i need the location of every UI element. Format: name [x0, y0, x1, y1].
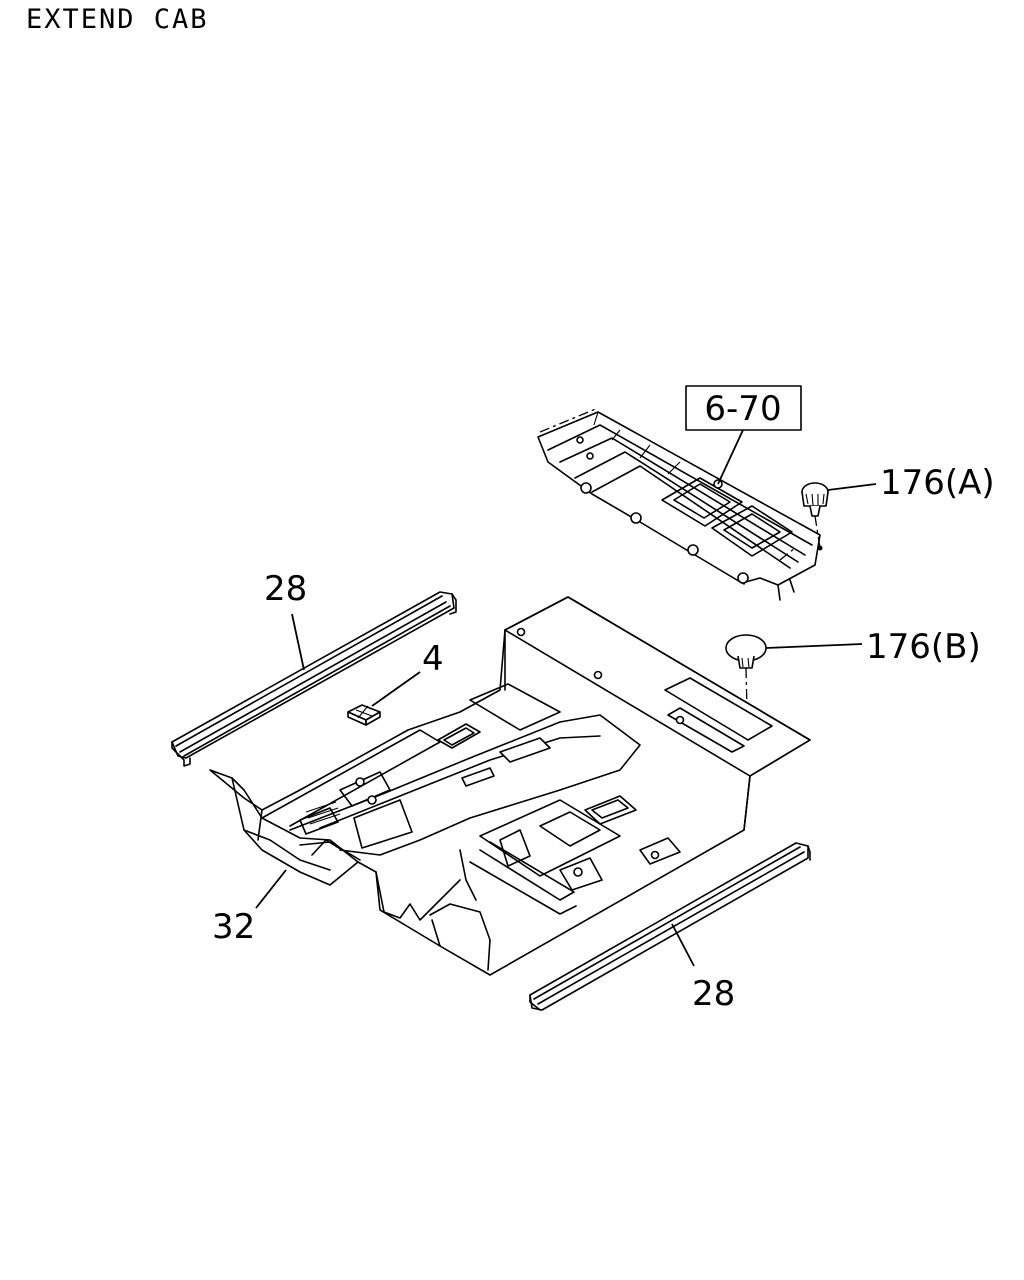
rail-left-label: 28: [264, 569, 307, 609]
rail-right-label: 28: [692, 974, 735, 1014]
bracket-4: [347, 704, 381, 726]
front-floor-panel: [209, 596, 811, 976]
floor-panel-label: 32: [212, 907, 255, 947]
clip-a-leader: [827, 483, 877, 491]
clip-a-label: 176(A): [880, 463, 995, 503]
reference-box-label: 6-70: [704, 389, 781, 429]
clip-b-label: 176(B): [866, 627, 981, 667]
bracket-label: 4: [422, 639, 444, 679]
sill-rail-right: [529, 842, 811, 1011]
diagram-title: EXTEND CAB: [26, 4, 209, 35]
reference-box: [685, 385, 802, 431]
rail-right-leader: [671, 923, 695, 967]
reference-box-6-70: 6-70: [685, 385, 802, 485]
sill-rail-left: [171, 591, 457, 767]
rail-left-leader: [291, 613, 305, 671]
rear-floor-panel: [537, 407, 821, 601]
bracket-leader: [371, 671, 421, 707]
reference-leader: [717, 429, 744, 485]
floor-panel-leader: [255, 869, 287, 909]
clip-b-leader: [765, 643, 863, 649]
clip-176a: [801, 482, 829, 551]
